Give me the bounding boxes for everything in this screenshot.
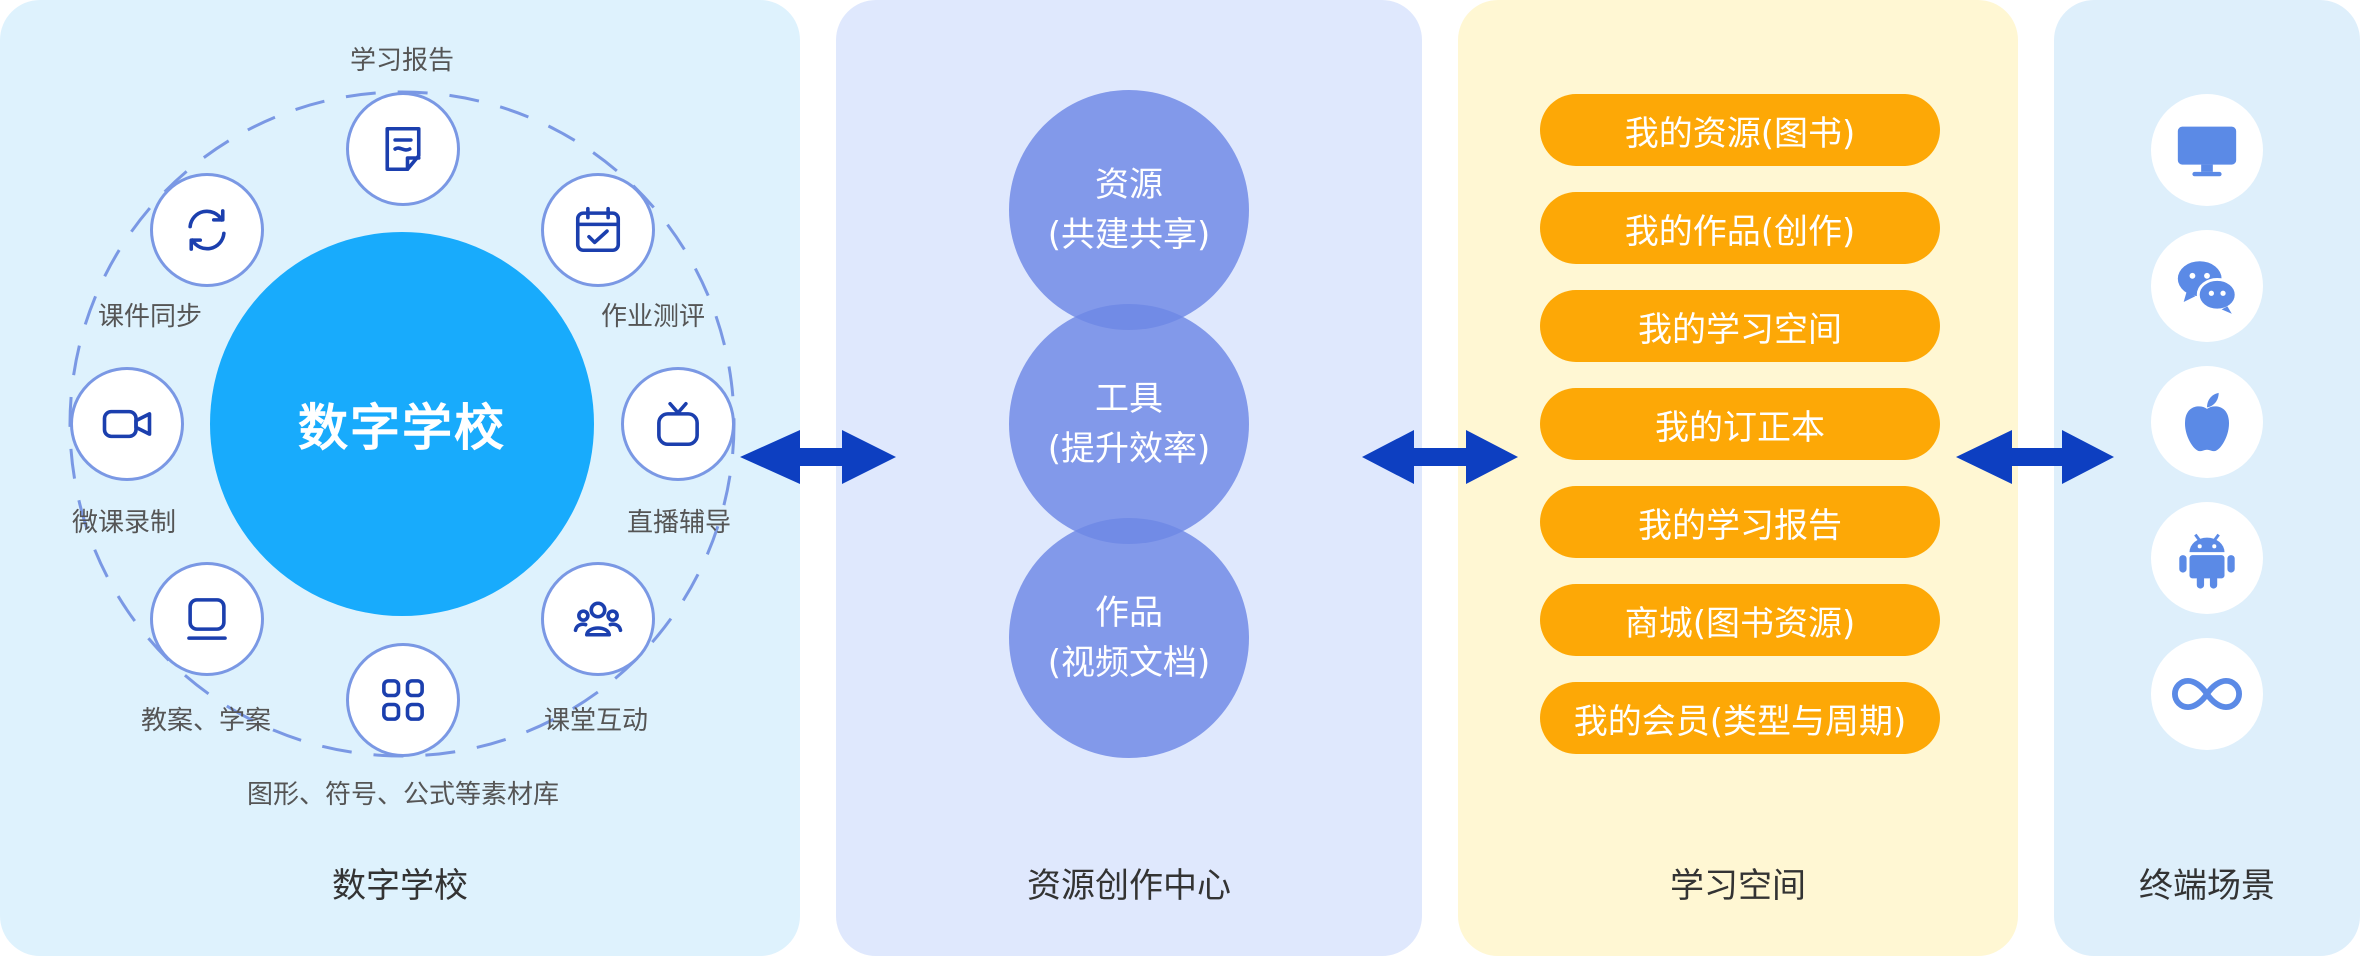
learning-report-node[interactable] xyxy=(346,92,460,206)
material-library-label: 图形、符号、公式等素材库 xyxy=(246,780,560,810)
micro-lesson-node[interactable] xyxy=(70,367,184,481)
sync-icon xyxy=(188,209,226,251)
infinity-app-icon xyxy=(2172,677,2242,711)
double-arrow-3 xyxy=(1956,430,2114,484)
tv-icon xyxy=(657,401,699,447)
grid-apps-icon xyxy=(382,679,424,721)
homework-eval-node[interactable] xyxy=(541,173,655,287)
terminal-title: 终端场景 xyxy=(2139,866,2275,906)
lesson-plan-node[interactable] xyxy=(150,562,264,676)
android-icon xyxy=(2179,533,2235,589)
space-item-works[interactable]: 我的作品(创作) xyxy=(1540,192,1940,264)
live-tutoring-node[interactable] xyxy=(621,367,735,481)
courseware-sync-node[interactable] xyxy=(150,173,264,287)
double-arrow-2 xyxy=(1362,430,1518,484)
digital-school-hub: 数字学校 xyxy=(210,232,594,616)
video-camera-icon xyxy=(102,409,152,439)
monitor-icon xyxy=(187,598,227,640)
space-item-resources[interactable]: 我的资源(图书) xyxy=(1540,94,1940,166)
group-users-icon xyxy=(573,601,623,637)
desktop-icon xyxy=(2177,126,2237,177)
space-item-mall[interactable]: 商城(图书资源) xyxy=(1540,584,1940,656)
homework-eval-label: 作业测评 xyxy=(600,302,706,332)
terminal-wechat[interactable] xyxy=(2151,230,2263,342)
report-note-icon xyxy=(385,126,421,172)
resource-center-title: 资源创作中心 xyxy=(1027,866,1231,906)
tool-bubble[interactable]: 工具 (提升效率) xyxy=(1009,304,1249,544)
class-interaction-node[interactable] xyxy=(541,562,655,676)
calendar-check-icon xyxy=(575,206,621,253)
space-item-correction-book[interactable]: 我的订正本 xyxy=(1540,388,1940,460)
resource-bubble[interactable]: 资源 (共建共享) xyxy=(1009,90,1249,330)
digital-school-title: 数字学校 xyxy=(332,866,468,906)
micro-lesson-label: 微课录制 xyxy=(71,508,177,538)
resource-bubble-title: 资源 xyxy=(1095,165,1163,205)
lesson-plan-label: 教案、学案 xyxy=(140,706,272,736)
work-bubble[interactable]: 作品 (视频文档) xyxy=(1009,518,1249,758)
apple-icon xyxy=(2184,392,2230,452)
space-item-learning-space[interactable]: 我的学习空间 xyxy=(1540,290,1940,362)
resource-bubble-sub: (共建共享) xyxy=(1047,215,1211,255)
work-bubble-sub: (视频文档) xyxy=(1047,643,1211,683)
live-tutoring-label: 直播辅导 xyxy=(626,508,732,538)
terminal-android[interactable] xyxy=(2151,502,2263,614)
learning-space-title: 学习空间 xyxy=(1670,866,1806,906)
wechat-icon xyxy=(2177,261,2238,314)
class-interaction-label: 课堂互动 xyxy=(543,706,649,736)
material-library-node[interactable] xyxy=(346,643,460,757)
terminal-apple[interactable] xyxy=(2151,366,2263,478)
learning-report-label: 学习报告 xyxy=(349,46,455,76)
tool-bubble-sub: (提升效率) xyxy=(1047,429,1211,469)
courseware-sync-label: 课件同步 xyxy=(97,302,203,332)
terminal-infinity-app[interactable] xyxy=(2151,638,2263,750)
space-item-learning-report[interactable]: 我的学习报告 xyxy=(1540,486,1940,558)
double-arrow-1 xyxy=(740,430,896,484)
work-bubble-title: 作品 xyxy=(1095,593,1163,633)
tool-bubble-title: 工具 xyxy=(1095,379,1163,419)
terminal-desktop[interactable] xyxy=(2151,94,2263,206)
space-item-membership[interactable]: 我的会员(类型与周期) xyxy=(1540,682,1940,754)
